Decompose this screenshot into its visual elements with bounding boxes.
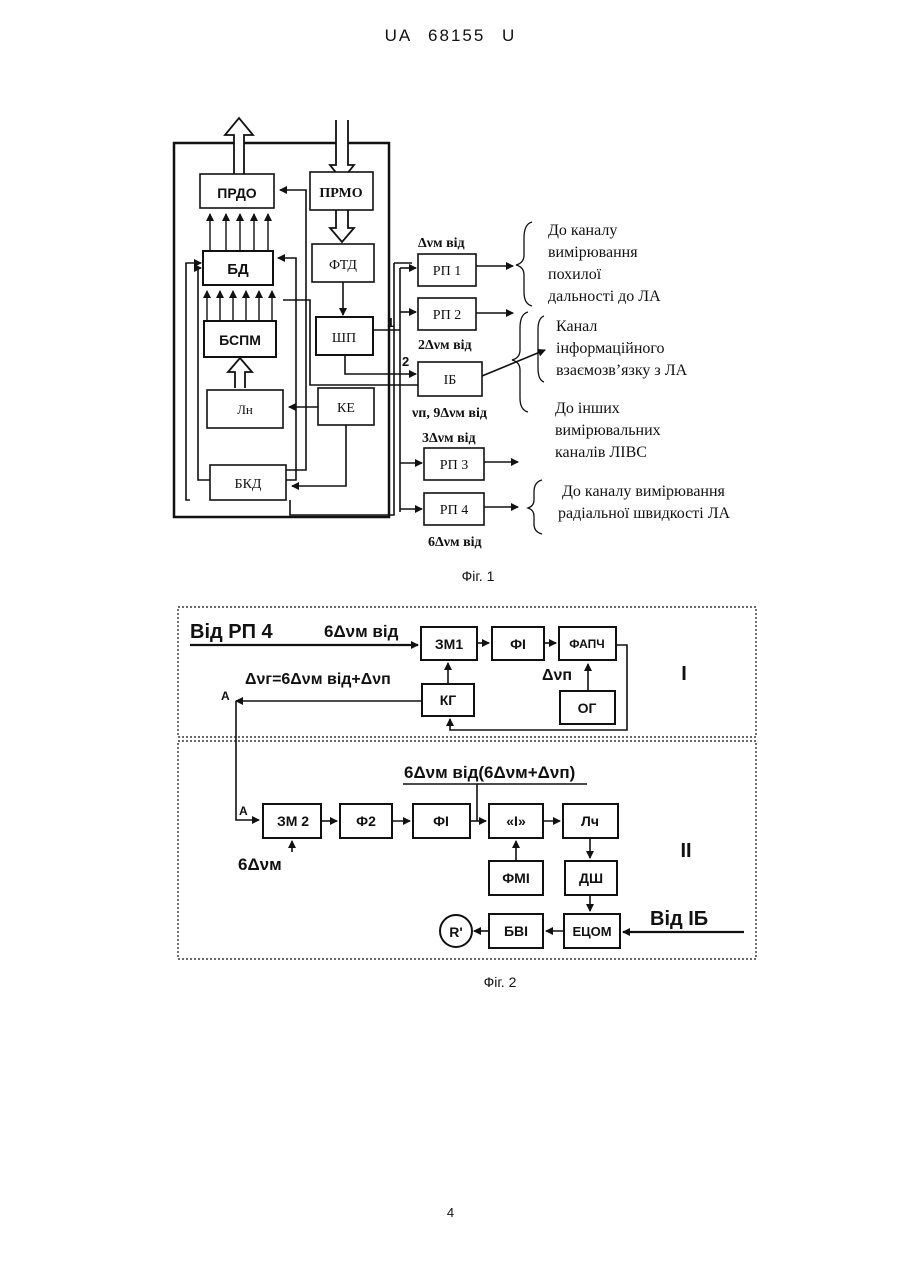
label-zm2-in: 6Δνм (238, 855, 282, 874)
figure-1 (174, 118, 545, 534)
svg-text:вимірювання: вимірювання (548, 244, 638, 261)
fig2-caption: Фіг. 2 (484, 974, 517, 990)
svg-text:дальності до ЛА: дальності до ЛА (548, 288, 661, 305)
prmo-input-arrow (330, 120, 354, 180)
label-from-ib: Від ІБ (650, 908, 708, 930)
label-dnu-p: Δνп (542, 667, 572, 684)
label-i: «І» (506, 813, 526, 829)
label-rp3-freq: 3Δνм від (422, 431, 476, 446)
label-rp4-freq: 6Δνм від (428, 535, 482, 550)
svg-text:каналів ЛІВС: каналів ЛІВС (555, 444, 647, 461)
svg-text:взаємозв’язку з ЛА: взаємозв’язку з ЛА (556, 362, 688, 379)
label-zm2: ЗМ 2 (277, 813, 309, 829)
note-info-channel: Канал інформаційного взаємозв’язку з ЛА (556, 318, 688, 379)
svg-text:похилої: похилої (548, 266, 602, 283)
label-prdo: ПРДО (217, 185, 256, 201)
label-lch: Лч (581, 813, 599, 829)
note-radial-velocity: До каналу вимірювання радіальної швидкос… (558, 483, 731, 522)
label-rp2-freq: 2Δνм від (418, 338, 472, 353)
label-out-1: 1 (387, 315, 394, 330)
label-section-II: II (680, 840, 691, 862)
label-r-out: R' (449, 924, 462, 940)
label-rp1-freq: Δνм від (418, 236, 465, 251)
label-in-freq: 6Δνм від (324, 622, 399, 641)
svg-text:вимірювальних: вимірювальних (555, 422, 661, 439)
label-from-rp4: Від РП 4 (190, 621, 274, 643)
label-bspm: БСПМ (219, 332, 261, 348)
figure-2-text: ЗМ1 ФІ ФАПЧ КГ ОГ Від РП 4 6Δνм від Δνп … (190, 621, 708, 990)
label-section-I: I (681, 663, 687, 685)
label-rp3: РП 3 (440, 458, 468, 473)
figure-2 (178, 607, 756, 959)
note-slant-range: До каналу вимірювання похилої дальності … (548, 222, 661, 305)
label-ftd: ФТД (329, 258, 357, 273)
label-a1: A (221, 689, 230, 703)
label-out-2: 2 (402, 354, 409, 369)
label-bvi: БВІ (504, 923, 528, 939)
svg-text:До каналу вимірювання: До каналу вимірювання (562, 483, 726, 500)
label-ib: ІБ (444, 373, 457, 388)
label-zm1: ЗМ1 (435, 636, 463, 652)
label-bkd: БКД (235, 477, 262, 492)
label-product: 6Δνм від(6Δνм+Δνп) (404, 763, 575, 782)
svg-text:До інших: До інших (555, 400, 620, 417)
svg-text:Канал: Канал (556, 318, 597, 335)
ln-bspm-arrow (228, 358, 252, 388)
label-og: ОГ (578, 700, 597, 716)
label-shp: ШП (332, 331, 356, 346)
svg-text:радіальної швидкості ЛА: радіальної швидкості ЛА (558, 505, 731, 522)
label-rp4: РП 4 (440, 503, 468, 518)
label-fapch: ФАПЧ (569, 637, 605, 651)
label-fi1: ФІ (510, 636, 526, 652)
label-ke: КЕ (337, 401, 355, 416)
label-prmo: ПРМО (319, 186, 362, 201)
note-other-channels: До інших вимірювальних каналів ЛІВС (555, 400, 661, 461)
label-ln: Лн (237, 402, 253, 417)
label-kg: КГ (440, 692, 457, 708)
label-fi2: ФІ (433, 813, 449, 829)
label-rp2: РП 2 (433, 308, 461, 323)
label-a2: A (239, 804, 248, 818)
label-f2: Ф2 (356, 813, 376, 829)
label-bd: БД (227, 261, 249, 278)
page-number: 4 (0, 1205, 901, 1220)
label-kg-out: Δνг=6Δνм від+Δνп (245, 671, 391, 688)
fig1-caption: Фіг. 1 (462, 568, 495, 584)
label-dsh: ДШ (579, 870, 603, 886)
svg-text:До каналу: До каналу (548, 222, 617, 239)
label-ib-freq: νп, 9Δνм від (411, 406, 487, 421)
label-rp1: РП 1 (433, 264, 461, 279)
prmo-ftd-arrow (330, 210, 354, 242)
label-etsom: ЕЦОМ (572, 924, 611, 939)
label-fmi: ФМІ (502, 870, 530, 886)
svg-text:інформаційного: інформаційного (556, 340, 665, 357)
